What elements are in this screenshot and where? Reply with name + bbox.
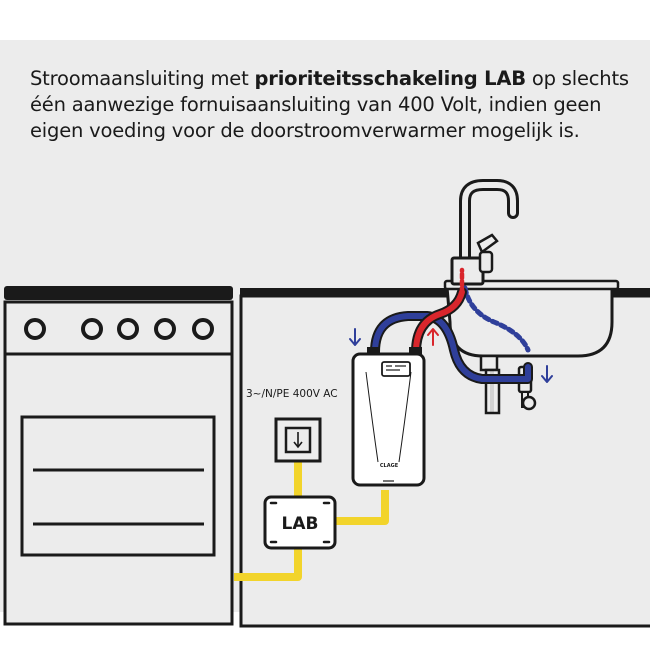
- caption-text: Stroomaansluiting met prioriteitsschakel…: [30, 66, 630, 144]
- oven-door: [20, 415, 216, 557]
- stove-knob: [192, 318, 214, 340]
- heater-display: [381, 361, 411, 377]
- hot-outlet-arrow: [427, 328, 439, 346]
- heater-brand-label: CLAGE: [380, 463, 399, 469]
- stove-knob: [117, 318, 139, 340]
- lab-box: [263, 495, 337, 550]
- stove-knob: [24, 318, 46, 340]
- stove-knob: [81, 318, 103, 340]
- caption-part-1: Stroomaansluiting met: [30, 67, 255, 90]
- countertop: [240, 288, 650, 296]
- power-spec-label: 3~/N/PE 400V AC: [246, 388, 338, 400]
- hot-water-line: [411, 267, 467, 357]
- sink-drain: [479, 354, 499, 372]
- caption-bold: prioriteitsschakeling LAB: [254, 67, 527, 90]
- stove-knob: [154, 318, 176, 340]
- caption-part-2: op slechts één aanwezige fornuisaansluit…: [30, 67, 629, 142]
- cold-valve-arrow: [541, 365, 553, 383]
- faucet-handle: [476, 233, 499, 254]
- faucet: [450, 179, 519, 286]
- stove: [3, 286, 234, 626]
- power-cable: [234, 452, 389, 581]
- wall-socket: [274, 417, 322, 463]
- lab-label: LAB: [282, 514, 319, 534]
- cold-water-line: [370, 285, 533, 384]
- water-heater: [351, 347, 426, 487]
- cold-inlet-arrow: [349, 328, 361, 346]
